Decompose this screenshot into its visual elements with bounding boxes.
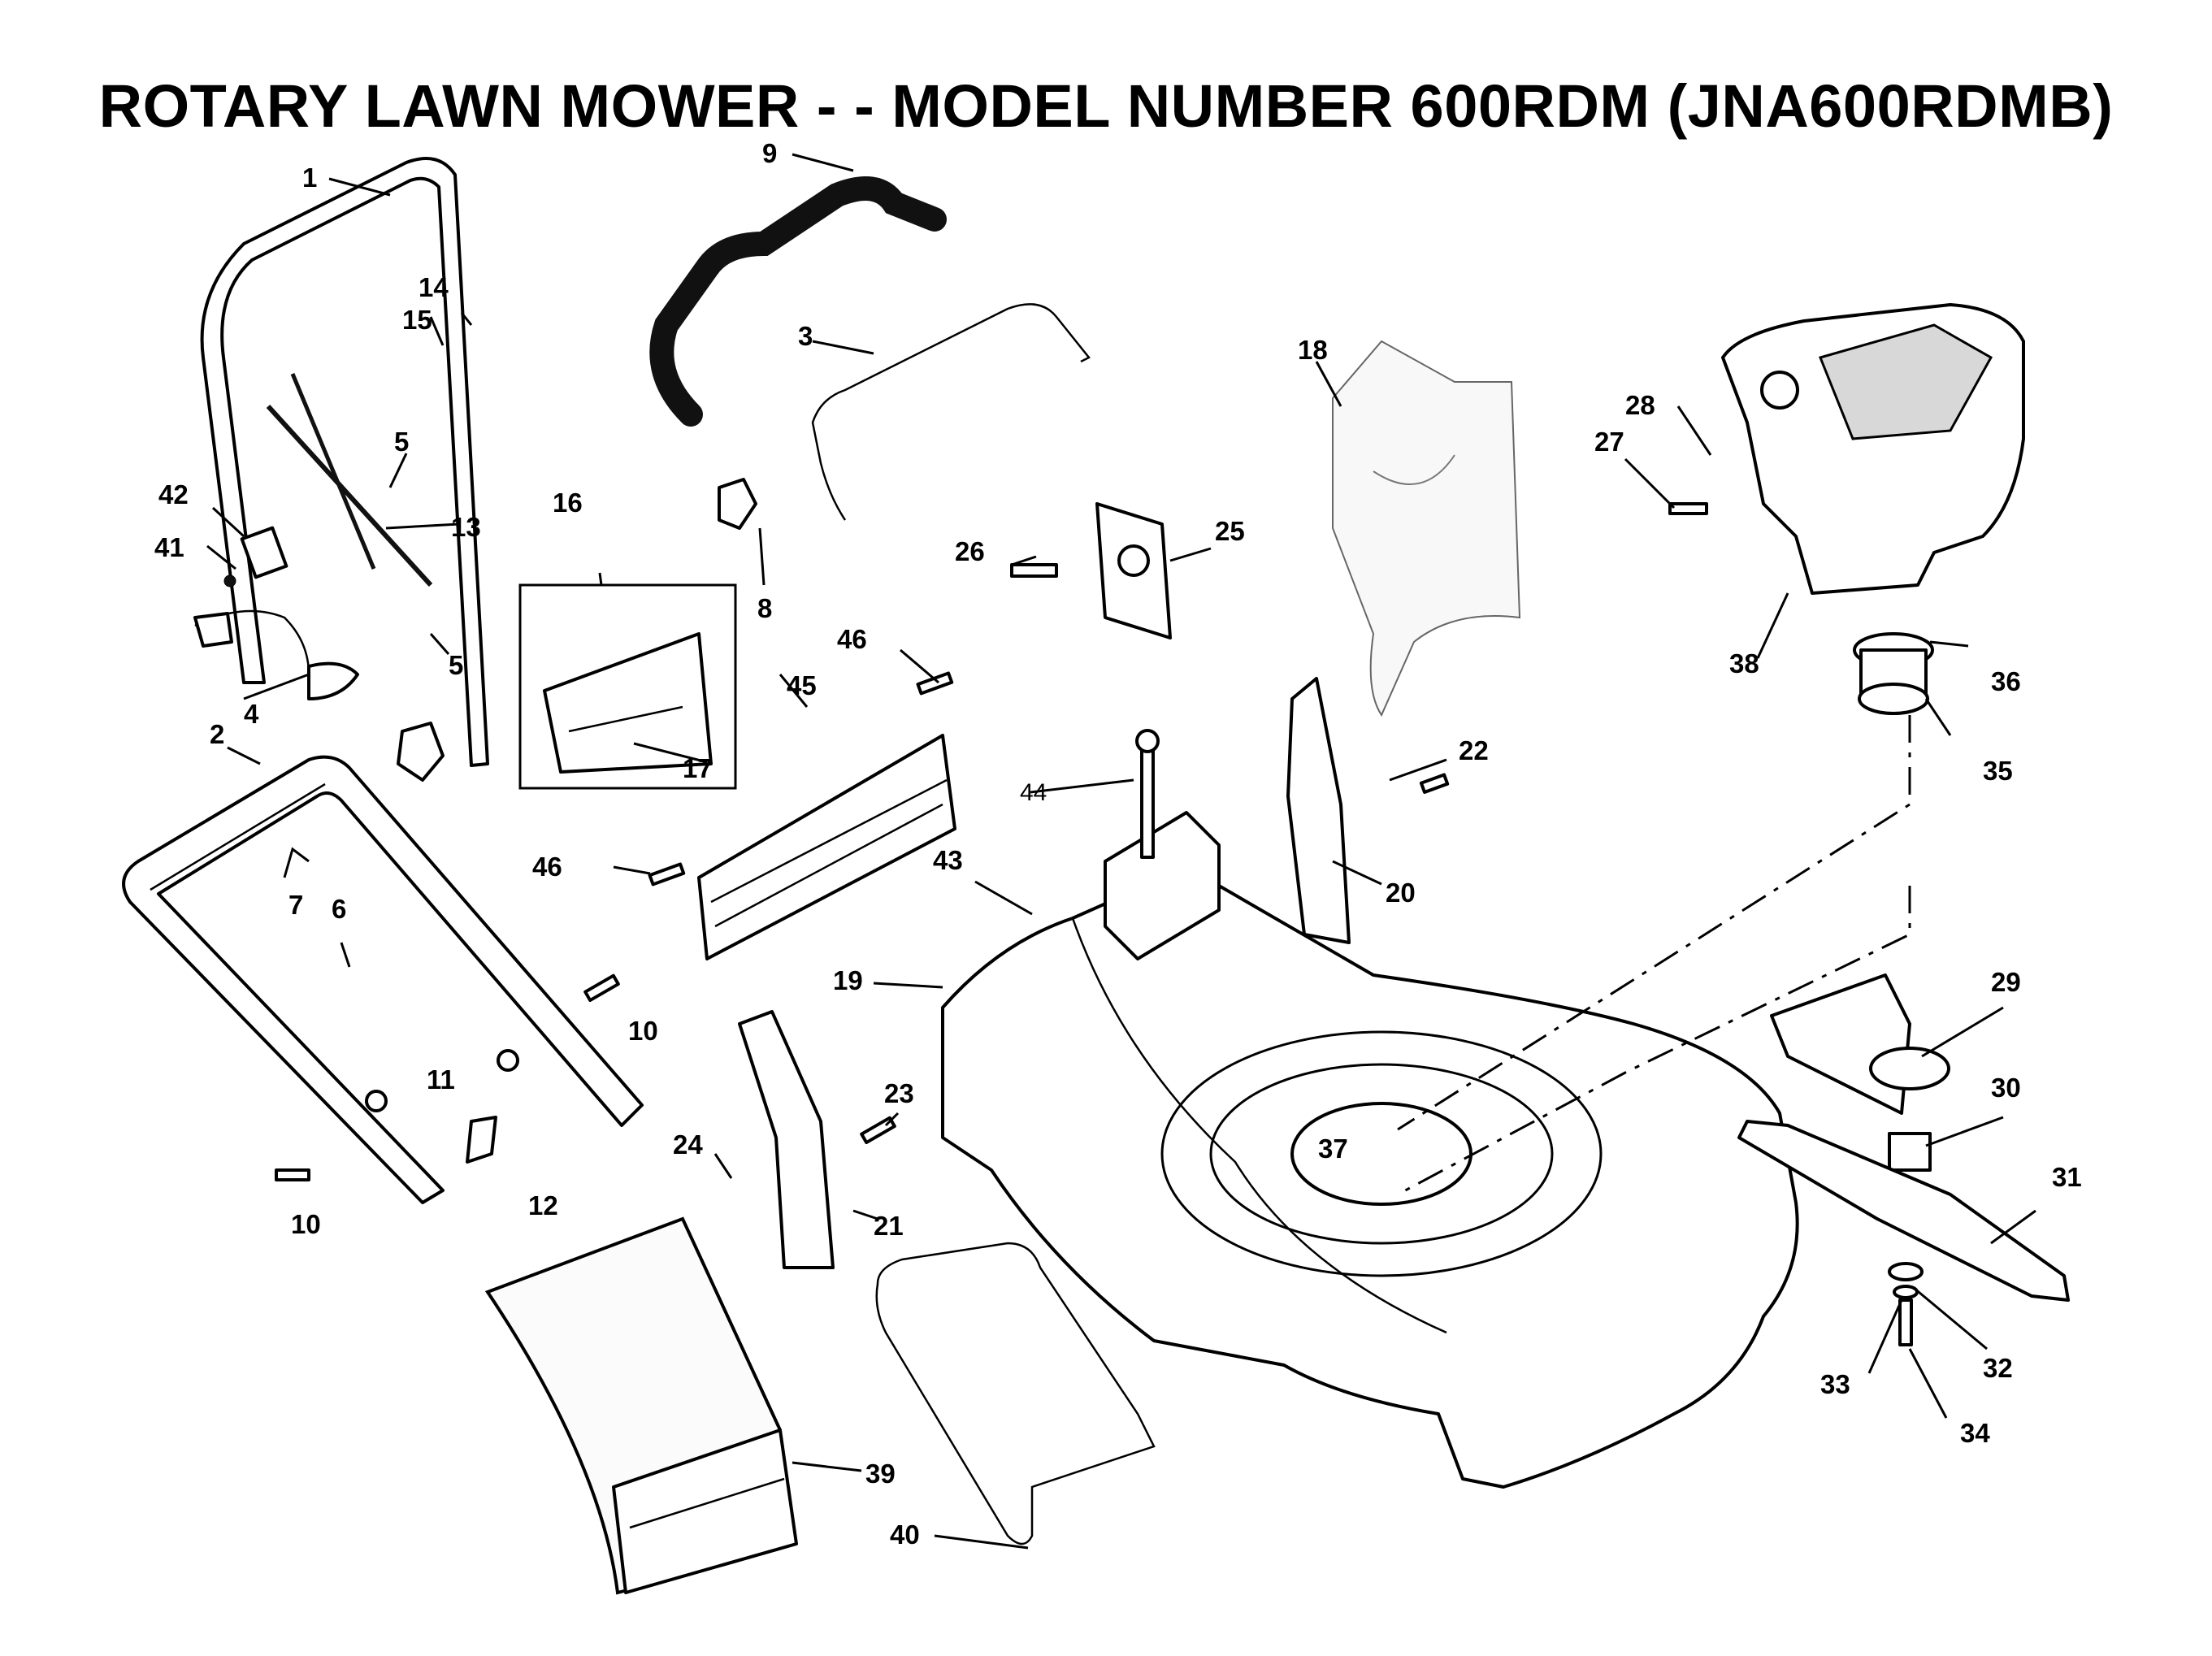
callout-41: 41 [154, 532, 184, 562]
callout-10a: 10 [628, 1016, 658, 1046]
callout-33: 33 [1820, 1369, 1850, 1399]
callout-4: 4 [244, 699, 259, 729]
callout-1: 1 [302, 163, 317, 193]
blade-bolt-part [1888, 1262, 1924, 1346]
height-adjuster-left-part [738, 1010, 835, 1269]
callout-32: 32 [1983, 1353, 2013, 1383]
bail-part [811, 303, 1091, 521]
callout-30: 30 [1991, 1073, 2021, 1103]
cable-clip-part [223, 526, 288, 587]
lower-handle-part [122, 755, 644, 1204]
callout-31: 31 [2052, 1162, 2082, 1192]
callout-25: 25 [1215, 516, 1245, 546]
callout-13: 13 [451, 512, 481, 542]
callout-29: 29 [1991, 967, 2021, 997]
callout-43: 43 [933, 845, 963, 875]
callout-5b: 5 [449, 650, 463, 680]
blade-adapter-part [1853, 632, 1934, 715]
callout-24: 24 [673, 1129, 703, 1160]
handle-knob-part [397, 478, 757, 782]
callout-37: 37 [1318, 1134, 1348, 1164]
callout-35: 35 [1983, 756, 2013, 786]
callout-19: 19 [833, 965, 863, 995]
callout-26: 26 [955, 536, 985, 566]
callout-2: 2 [210, 719, 224, 749]
callout-6: 6 [332, 894, 346, 924]
callout-44: 44 [1020, 779, 1047, 806]
leader-lines [206, 153, 2036, 1550]
callout-7: 7 [288, 890, 303, 920]
callout-34: 34 [1960, 1418, 1990, 1448]
cable-assembly-part [193, 609, 359, 700]
diagram-title: ROTARY LAWN MOWER - - MODEL NUMBER 600RD… [98, 72, 2114, 140]
grass-bag-part [484, 1216, 798, 1595]
callout-42: 42 [158, 479, 189, 509]
callout-23: 23 [884, 1078, 914, 1108]
engine-part [1721, 303, 2025, 595]
callout-18: 18 [1298, 335, 1328, 365]
callout-21: 21 [874, 1211, 904, 1241]
callout-8: 8 [757, 593, 772, 623]
callout-27: 27 [1594, 427, 1624, 457]
callout-9: 9 [762, 138, 777, 168]
callout-5a: 5 [394, 427, 409, 457]
grip-part [649, 176, 947, 427]
blade-adapter-lower-part [1770, 973, 1950, 1172]
rear-bracket-part [1104, 729, 1221, 960]
shaft-alignment-line [1397, 715, 1911, 1196]
callout-15: 15 [402, 305, 432, 335]
callout-16: 16 [553, 488, 583, 518]
callout-11: 11 [427, 1064, 455, 1095]
callout-14: 14 [419, 272, 449, 302]
callout-22: 22 [1459, 735, 1489, 765]
grass-bag-frame-part [875, 1242, 1156, 1545]
upper-handle-part [200, 157, 489, 767]
callout-labels: 1 9 3 14 15 5 42 41 13 5 4 2 7 6 10 11 1… [154, 138, 2082, 1550]
rear-flap-part [697, 734, 956, 960]
callout-46b: 46 [532, 852, 562, 882]
callout-39: 39 [865, 1459, 896, 1489]
callout-36: 36 [1991, 666, 2021, 696]
discharge-chute-part [1332, 340, 1521, 717]
callout-45: 45 [787, 670, 817, 700]
callout-40: 40 [890, 1519, 920, 1550]
hardware-bits [275, 502, 1708, 1181]
callout-46a: 46 [837, 624, 867, 654]
callout-3: 3 [798, 321, 813, 351]
blade-part [1737, 1120, 2070, 1302]
callout-10b: 10 [291, 1209, 321, 1239]
deflector-part [1095, 502, 1172, 639]
mower-deck-part [941, 884, 1799, 1489]
control-cable-part [266, 373, 433, 587]
callout-28: 28 [1625, 390, 1655, 420]
mulch-plug-inset [518, 583, 737, 790]
callout-17: 17 [683, 753, 713, 783]
callout-12: 12 [528, 1190, 558, 1220]
callout-20: 20 [1386, 878, 1416, 908]
height-adjuster-right-part [1286, 677, 1351, 944]
callout-38: 38 [1729, 648, 1759, 678]
